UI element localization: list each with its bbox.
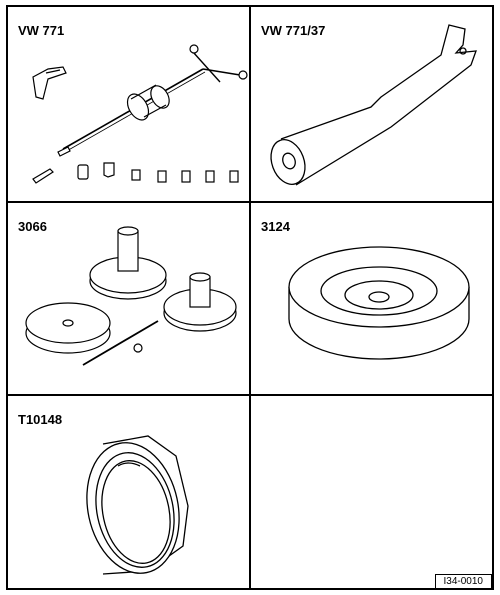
grid-divider-horizontal: [8, 201, 492, 203]
tool-label: 3124: [261, 219, 290, 234]
pressing-disc-illustration: [288, 246, 470, 360]
grid-divider-vertical: [249, 7, 251, 588]
slide-hammer-kit-illustration: [32, 44, 248, 184]
tool-cell-vw771: VW 771: [8, 7, 249, 201]
tool-cell-3066: 3066: [8, 203, 249, 394]
tool-label: T10148: [18, 412, 63, 427]
tool-cell-t10148: T10148: [8, 396, 249, 588]
tool-label: 3066: [18, 219, 47, 234]
reference-code: I34-0010: [434, 574, 492, 589]
tool-chart: VW 771: [6, 5, 494, 590]
tool-cell-vw771-37: VW 771/37: [251, 7, 492, 201]
grid-divider-horizontal: [8, 394, 492, 396]
thrust-cup-illustration: [86, 435, 189, 575]
tool-label: VW 771: [18, 23, 65, 38]
puller-set-illustration: [25, 226, 237, 366]
tool-cell-3124: 3124: [251, 203, 492, 394]
empty-cell: [251, 396, 492, 588]
tool-label: VW 771/37: [261, 23, 326, 38]
adapter-illustration: [270, 24, 477, 186]
